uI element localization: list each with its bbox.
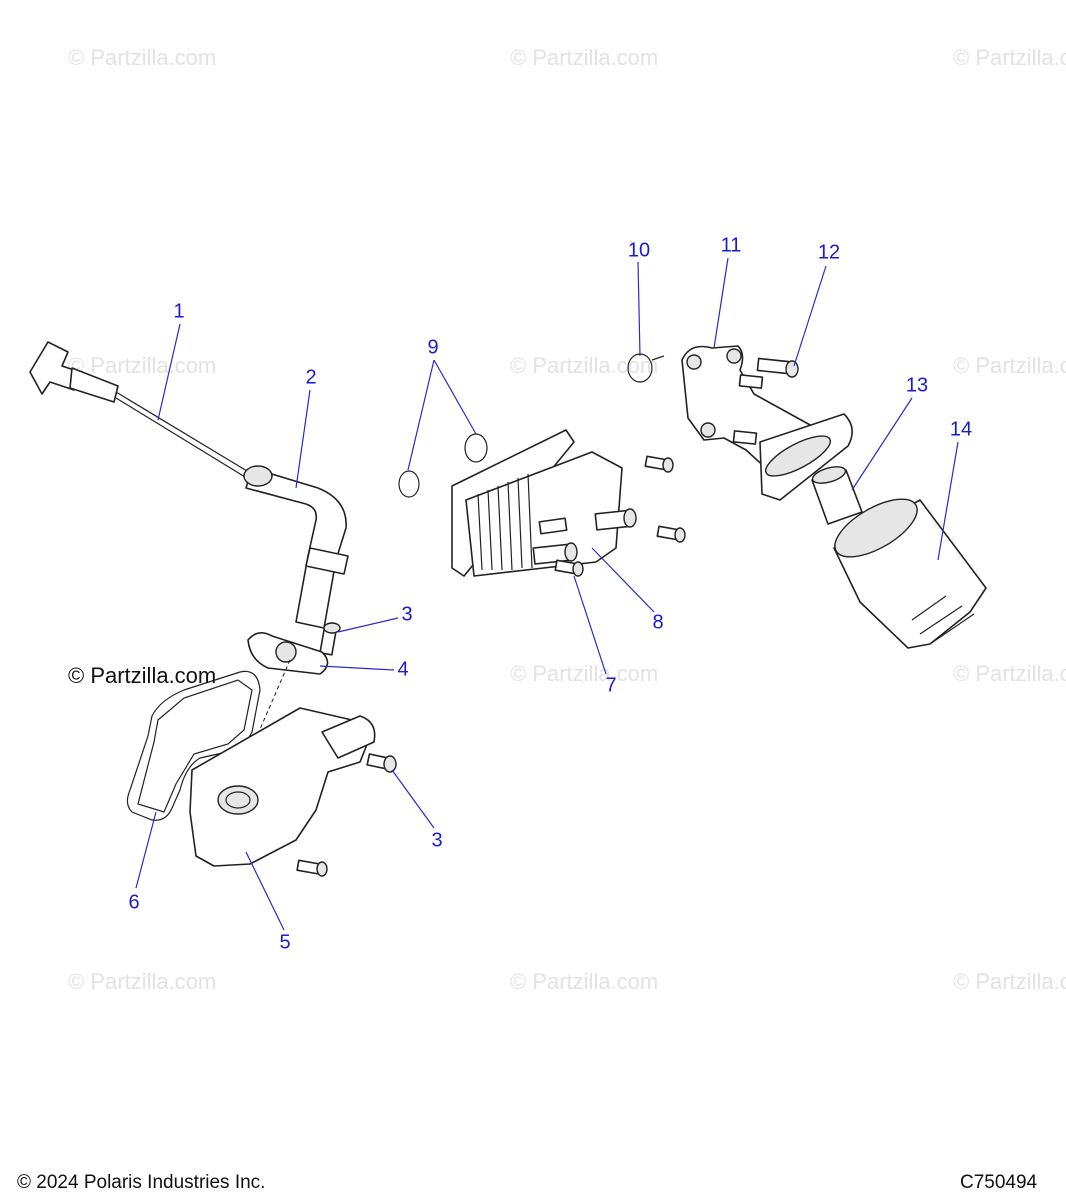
callout-2: 2 — [305, 366, 317, 389]
diagram-code: C750494 — [960, 1172, 1038, 1193]
callout-11: 11 — [720, 234, 742, 257]
watermark: © Partzilla.com — [953, 969, 1066, 994]
callout-3-upper: 3 — [401, 603, 413, 626]
callout-12: 12 — [817, 241, 841, 264]
callout-8: 8 — [652, 611, 664, 634]
oil-cooler — [451, 429, 637, 577]
filter-adapter — [681, 345, 853, 501]
watermark: © Partzilla.com — [510, 969, 659, 994]
watermark: © Partzilla.com — [510, 45, 659, 70]
bolt-lower — [296, 753, 397, 877]
gasket-4 — [247, 632, 329, 675]
watermark: © Partzilla.com — [68, 45, 217, 70]
filter-nipple — [811, 466, 863, 525]
hose-clip — [627, 353, 665, 383]
watermark: © Partzilla.com — [953, 661, 1066, 686]
dipstick — [29, 341, 253, 481]
callout-14: 14 — [949, 418, 973, 441]
oil-cover-housing — [189, 707, 376, 867]
cooler-bolts — [554, 455, 686, 577]
leader-lines — [135, 257, 959, 931]
callout-1: 1 — [173, 300, 185, 323]
callout-5: 5 — [279, 931, 291, 954]
bolt-upper — [319, 622, 341, 656]
watermark: © Partzilla.com — [953, 353, 1066, 378]
callout-9: 9 — [427, 336, 439, 359]
callout-3-lower: 3 — [431, 829, 443, 852]
partzilla-credit: © Partzilla.com — [68, 663, 217, 688]
dipstick-tube — [243, 465, 349, 629]
watermark: © Partzilla.com — [510, 661, 659, 686]
copyright-text: © 2024 Polaris Industries Inc. — [17, 1172, 266, 1193]
watermark: © Partzilla.com — [68, 969, 217, 994]
watermark: © Partzilla.com — [953, 45, 1066, 70]
callout-4: 4 — [397, 658, 409, 681]
cover-gasket — [126, 670, 261, 821]
watermark: © Partzilla.com — [68, 353, 217, 378]
callout-13: 13 — [905, 374, 929, 397]
watermark: © Partzilla.com — [510, 353, 659, 378]
callout-10: 10 — [627, 239, 651, 262]
adapter-bolts — [732, 357, 799, 445]
callout-6: 6 — [128, 891, 140, 914]
callout-7: 7 — [605, 674, 617, 697]
oil-filter — [833, 498, 987, 649]
